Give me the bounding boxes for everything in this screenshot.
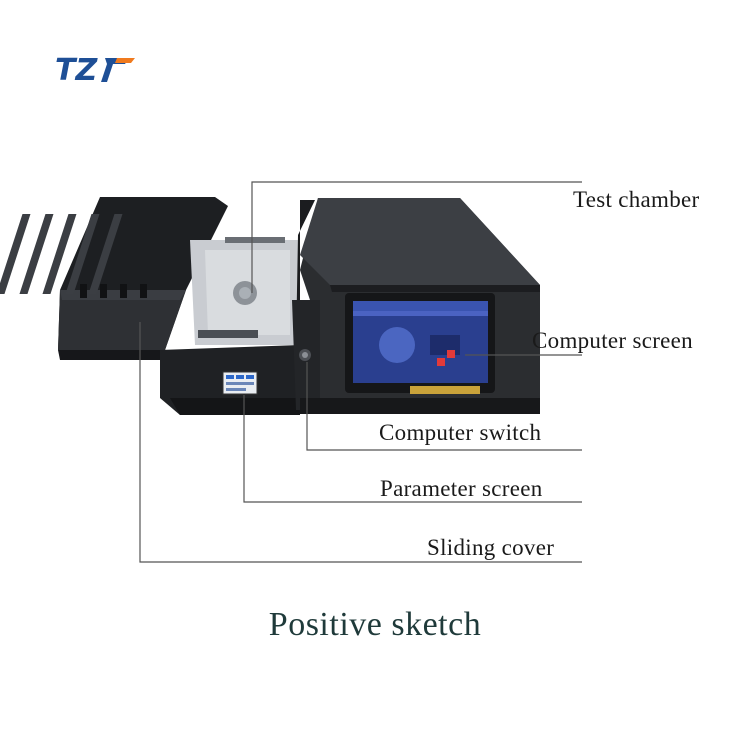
label-sliding-cover: Sliding cover [427,535,555,560]
leader-parameter-screen [243,395,582,503]
logo-text: TZ [55,53,98,86]
label-computer-switch: Computer switch [379,420,542,445]
logo-accent [115,58,135,63]
sliding-cover [0,197,228,360]
base-platform [160,237,300,415]
logo-t-glyph [101,58,129,82]
parameter-screen-display [222,371,258,395]
leader-computer-switch [306,362,582,451]
brand-logo: TZ [55,53,135,86]
leader-test-chamber [251,181,582,293]
label-parameter-screen: Parameter screen [380,476,543,501]
computer-screen-display [345,293,495,394]
figure-caption: Positive sketch [268,606,482,643]
label-test-chamber: Test chamber [573,187,700,212]
leader-sliding-cover [139,322,582,563]
label-computer-screen: Computer screen [532,328,693,353]
